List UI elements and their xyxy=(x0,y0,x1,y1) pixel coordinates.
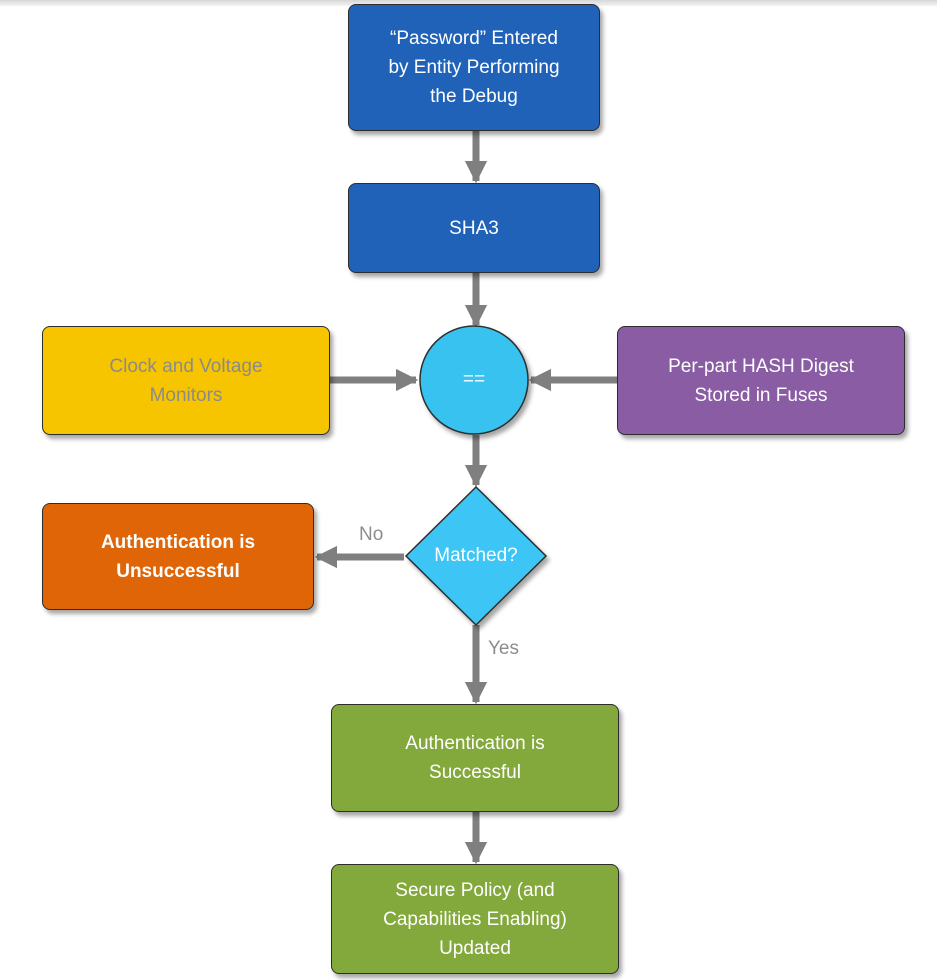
matched-diamond xyxy=(404,485,548,627)
digest-node: Per-part HASH Digest Stored in Fuses xyxy=(617,326,905,435)
password-node: “Password” Entered by Entity Performing … xyxy=(348,4,600,131)
digest-node-label: Per-part HASH Digest Stored in Fuses xyxy=(668,355,854,406)
policy-node: Secure Policy (and Capabilities Enabling… xyxy=(331,864,619,974)
success-node-label: Authentication is Successful xyxy=(405,733,545,783)
top-rule xyxy=(0,0,937,6)
fail-node-label: Authentication is Unsuccessful xyxy=(100,531,256,582)
fail-node: Authentication is Unsuccessful xyxy=(42,503,314,610)
monitors-node-label: Clock and Voltage Monitors xyxy=(109,355,263,406)
sha3-node: SHA3 xyxy=(348,183,600,273)
success-node: Authentication is Successful xyxy=(331,704,619,812)
password-node-label: “Password” Entered by Entity Performing … xyxy=(388,28,560,107)
compare-circle xyxy=(419,325,529,435)
sha3-node-label: SHA3 xyxy=(449,217,499,239)
yes-edge-label: Yes xyxy=(488,638,519,659)
monitors-node: Clock and Voltage Monitors xyxy=(42,326,330,435)
compare-label: == xyxy=(462,369,486,390)
policy-node-label: Secure Policy (and Capabilities Enabling… xyxy=(383,879,567,959)
no-edge-label: No xyxy=(359,524,384,545)
matched-label: Matched? xyxy=(434,545,518,566)
